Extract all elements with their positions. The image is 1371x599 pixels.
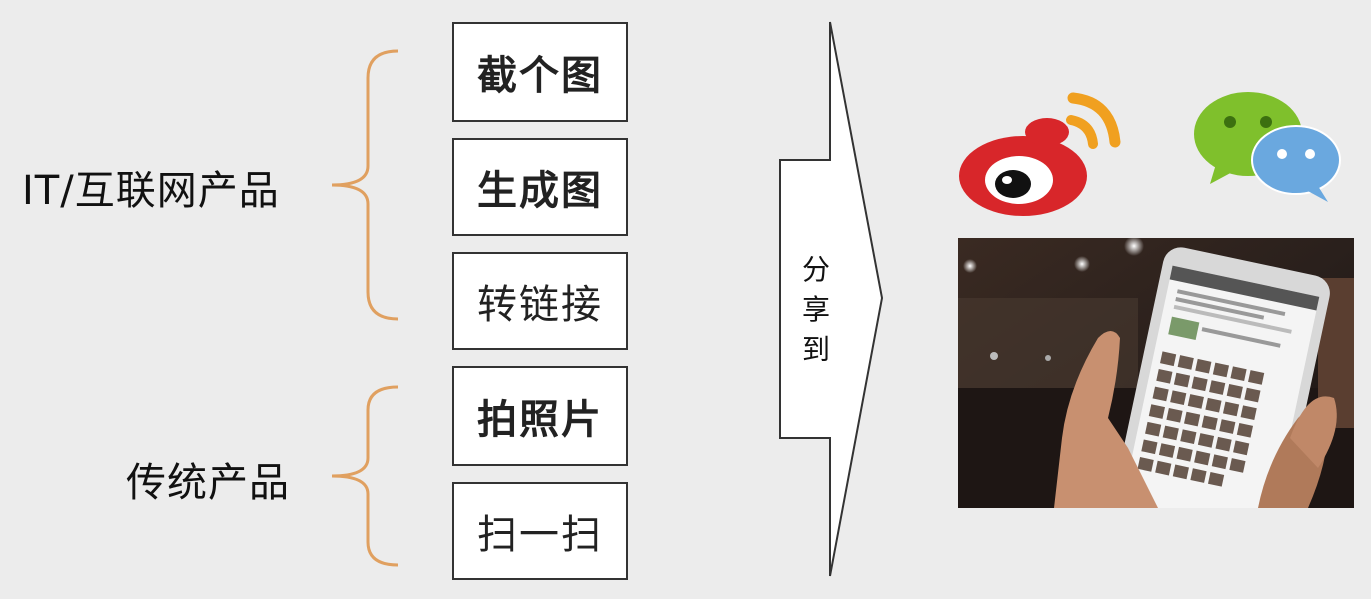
action-box-convert-link: 转链接: [452, 252, 628, 350]
action-box-screenshot: 截个图: [452, 22, 628, 122]
action-box-scan: 扫一扫: [452, 482, 628, 580]
phone-photo: [958, 238, 1354, 508]
share-char-1: 分: [801, 253, 830, 286]
share-arrow: [779, 21, 884, 577]
share-to-label: 分 享 到: [792, 250, 840, 370]
weibo-logo-icon: [959, 92, 1121, 216]
action-box-generate-image: 生成图: [452, 138, 628, 236]
group-label-traditional: 传统产品: [126, 460, 290, 506]
wechat-logo-icon: [1194, 92, 1341, 202]
brace-it-group: [331, 49, 399, 321]
group-label-it-internet: IT/互联网产品: [22, 168, 280, 214]
action-box-take-photo: 拍照片: [452, 366, 628, 466]
share-char-2: 享: [801, 293, 830, 326]
share-char-3: 到: [801, 333, 830, 366]
phone-photo-illustration: [958, 238, 1354, 508]
brace-traditional-group: [331, 385, 399, 567]
